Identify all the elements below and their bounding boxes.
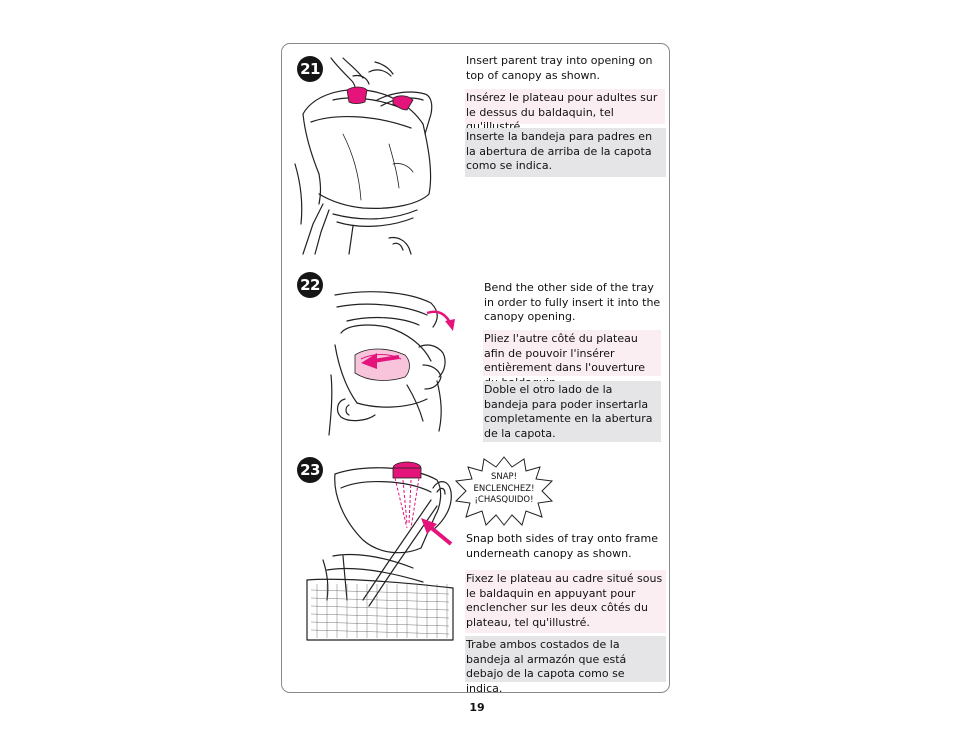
page-number: 19 bbox=[469, 701, 485, 714]
step-21-text-fr: Insérez le plateau pour adultes sur le d… bbox=[465, 89, 665, 133]
snap-burst: SNAP! ENCLENCHEZ! ¡CHASQUIDO! bbox=[454, 455, 554, 527]
step-21-text-en: Insert parent tray into opening on top o… bbox=[466, 54, 653, 82]
step-23-text-en: Snap both sides of tray onto frame under… bbox=[466, 532, 658, 560]
step-21-text-es: Inserte la bandeja para padres en la abe… bbox=[465, 128, 666, 177]
snap-label: SNAP! ENCLENCHEZ! ¡CHASQUIDO! bbox=[473, 472, 535, 505]
step-22-text-en: Bend the other side of the tray in order… bbox=[484, 281, 661, 324]
step-23-text-fr: Fixez le plateau au cadre situé sous le … bbox=[465, 570, 666, 633]
step-21-badge: 21 bbox=[297, 56, 323, 82]
step-23-badge: 23 bbox=[297, 457, 323, 483]
step-22-text-es: Doble el otro lado de la bandeja para po… bbox=[483, 381, 661, 442]
snap-burst-icon bbox=[454, 456, 554, 526]
step-22-text-fr: Pliez l'autre côté du plateau afin de po… bbox=[483, 330, 661, 389]
step-22-badge: 22 bbox=[297, 272, 323, 298]
step-23-illustration bbox=[306, 461, 454, 641]
step-22-illustration bbox=[328, 291, 455, 436]
step-21-illustration bbox=[294, 57, 433, 255]
step-23-text-es: Trabe ambos costados de la bandeja al ar… bbox=[465, 636, 666, 695]
instruction-panel bbox=[281, 43, 670, 693]
